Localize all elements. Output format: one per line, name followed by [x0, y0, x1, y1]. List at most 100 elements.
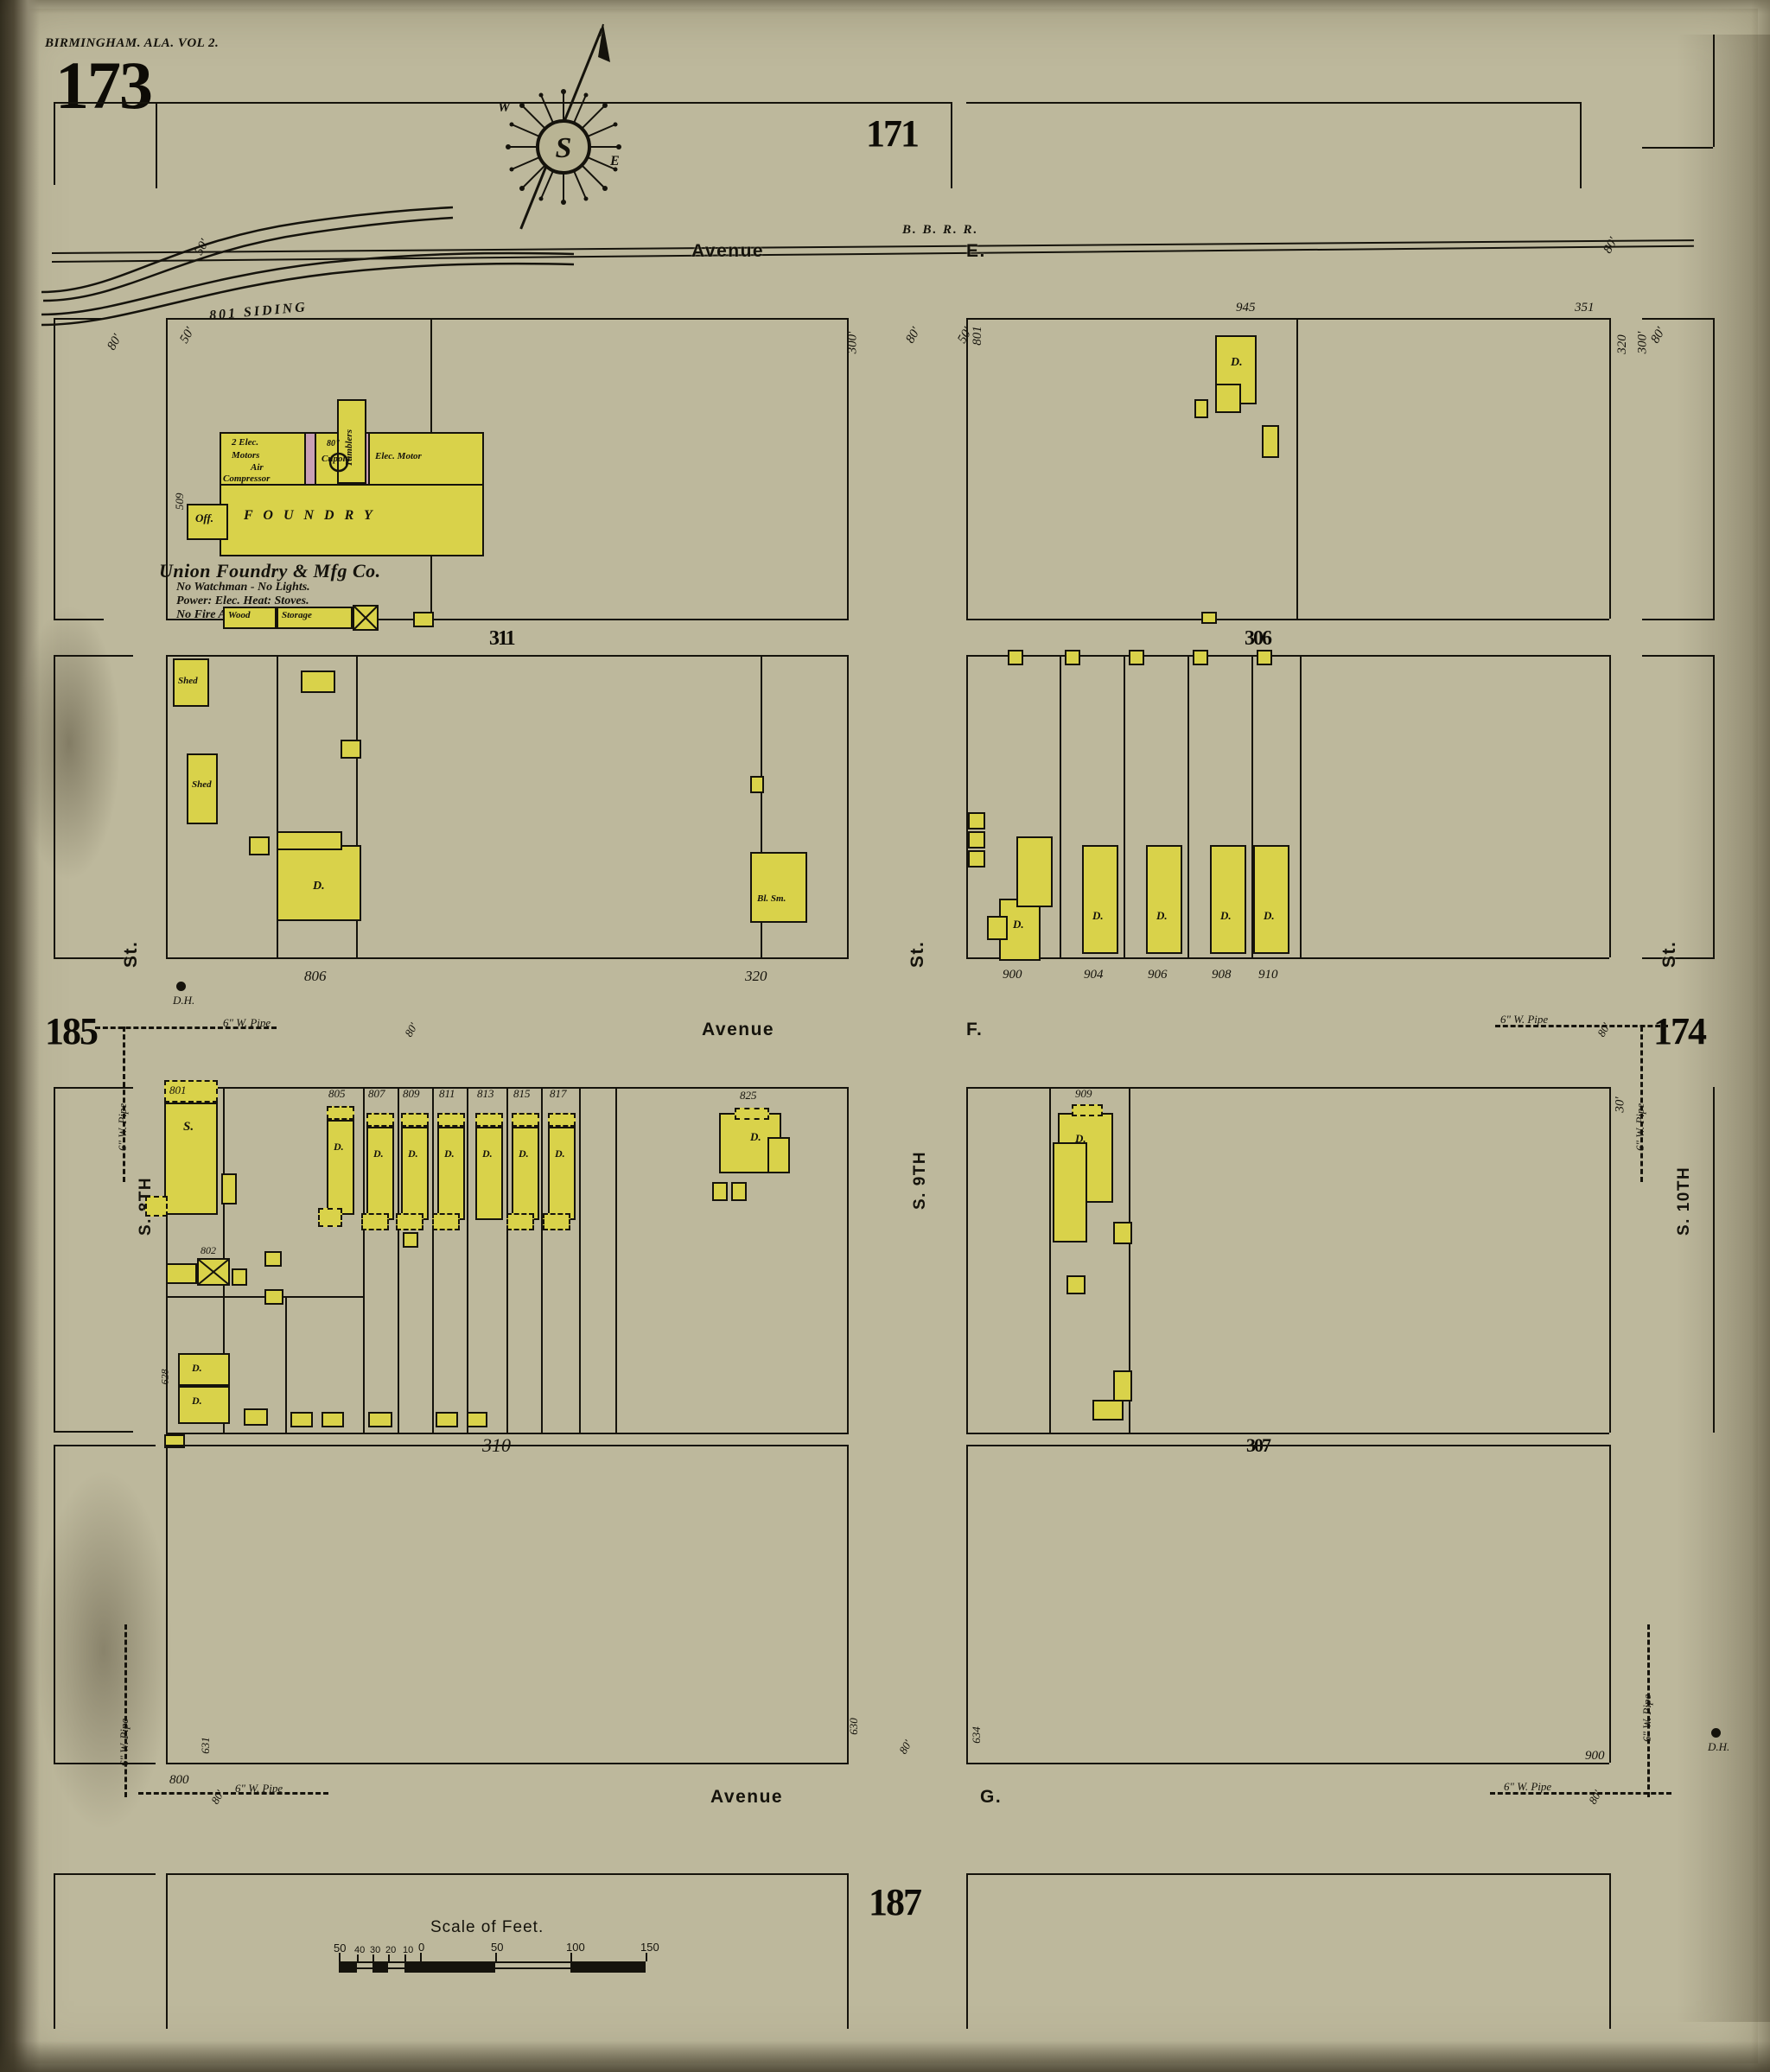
outbuilding-corner	[1201, 612, 1217, 624]
blacksmith-label: Bl. Sm.	[757, 893, 786, 904]
water-pipe-label: 6" W. Pipe	[1500, 1013, 1549, 1026]
house-number-809: 809	[403, 1087, 420, 1100]
dwelling-817-rear	[543, 1213, 570, 1230]
cupola-circle	[328, 452, 349, 473]
lot-line	[356, 655, 358, 957]
block-edge	[1580, 102, 1582, 188]
dwelling-906	[1146, 845, 1182, 954]
dwelling-809-rear	[396, 1213, 423, 1230]
water-pipe-label: 6" W. Pipe	[1504, 1780, 1552, 1793]
block-307-edge	[1609, 1087, 1611, 1433]
street-label-s-10th-st-suffix: St.	[1659, 940, 1679, 968]
block-306-edge	[966, 318, 968, 619]
lot-line	[432, 1087, 434, 1433]
outbuilding	[731, 1182, 747, 1201]
house-number-628: 628	[158, 1369, 171, 1385]
store-801-porch	[164, 1080, 218, 1103]
water-pipe-label-vertical: 6" W. Pipe	[1640, 1694, 1653, 1742]
outbuilding	[1113, 1222, 1132, 1244]
lot-line	[467, 1087, 468, 1433]
dwelling-label: D.	[1231, 356, 1243, 369]
house-number: 945	[1236, 301, 1256, 315]
lot-line	[398, 1087, 399, 1433]
dwelling-900-ell	[987, 916, 1008, 940]
block-806-edge	[847, 655, 849, 957]
dwelling-label: D.	[192, 1395, 202, 1407]
block-806-edge	[166, 655, 849, 657]
street-label-s-10th-st-name: S. 10TH	[1675, 1166, 1693, 1236]
dwelling-628-lower	[178, 1386, 230, 1424]
dwelling-label: D.	[555, 1147, 565, 1160]
water-pipe-8th-street	[123, 1026, 125, 1182]
block-number-900: 900	[1585, 1749, 1605, 1763]
block-number-306: 306	[1245, 627, 1272, 650]
fire-hydrant-label: D.H.	[173, 994, 195, 1007]
scale-bar: Scale of Feet. 50 40 30 20 10 0 50 100 1…	[311, 1918, 659, 1996]
street-label-avenue-e-word: Avenue	[691, 241, 765, 261]
foundry-machine-label-2: Motors	[232, 450, 260, 461]
dwelling-908	[1210, 845, 1246, 954]
foundry-machine-label-1: 2 Elec.	[232, 437, 259, 448]
dwelling-809	[401, 1127, 429, 1220]
shed-x-mark	[353, 606, 378, 630]
house-number: 351	[1575, 301, 1595, 315]
adjacent-sheet-east: 174	[1653, 1010, 1707, 1052]
lot-line	[506, 1087, 508, 1433]
lot-line	[285, 1296, 287, 1433]
scale-tick: 10	[403, 1945, 414, 1955]
scale-bar-segment	[420, 1961, 495, 1973]
wood-storage-label-2: Storage	[282, 610, 312, 620]
dwelling-label: D.	[334, 1141, 344, 1153]
dwelling-811	[437, 1127, 465, 1220]
dwelling-label: D.	[1220, 909, 1232, 922]
barn-x-mark	[198, 1259, 229, 1285]
outbuilding	[341, 740, 361, 759]
water-pipe-label: 6" W. Pipe	[235, 1782, 283, 1795]
dwelling-label: D.	[1092, 909, 1104, 922]
fire-hydrant-icon	[1711, 1728, 1721, 1738]
margin-tick	[54, 1873, 55, 2029]
house-number-801: 801	[169, 1084, 187, 1096]
dwelling-807	[366, 1127, 394, 1220]
lot-line	[1251, 655, 1253, 957]
foundry-motor-label: Elec. Motor	[375, 451, 422, 461]
dwelling-809-porch	[401, 1113, 429, 1127]
street-label-avenue-f-word: Avenue	[702, 1020, 775, 1039]
margin-tick	[54, 655, 55, 959]
outbuilding	[301, 671, 335, 693]
compass-east-label: E	[610, 154, 620, 168]
dwelling-806-ell	[277, 831, 342, 850]
dwelling-label: D.	[1156, 909, 1168, 922]
compass-rose: S W E	[484, 23, 640, 230]
dimension-label: 300'	[1635, 331, 1650, 354]
fire-hydrant-label: D.H.	[1708, 1740, 1730, 1753]
outbuilding	[290, 1412, 313, 1427]
outbuilding	[1008, 650, 1023, 665]
house-number-811: 811	[439, 1087, 455, 1100]
dwelling-811-porch	[437, 1113, 465, 1127]
block-300-edge	[966, 655, 1609, 657]
outbuilding	[249, 836, 270, 855]
margin-tick	[1713, 1087, 1715, 1433]
margin-tick	[54, 655, 133, 657]
block-300-edge	[1609, 655, 1611, 957]
foundry-tumblers-label: Tumblers	[344, 429, 354, 467]
dwelling-label: D.	[408, 1147, 418, 1160]
scale-bar-segment	[339, 1961, 357, 1973]
scale-tick-mark	[570, 1953, 572, 1961]
volume-title: BIRMINGHAM. ALA. VOL 2.	[45, 36, 220, 50]
margin-tick	[54, 1087, 133, 1089]
dimension-label: 634	[969, 1726, 983, 1744]
outbuilding	[322, 1412, 344, 1427]
lot-line	[277, 655, 278, 957]
scale-tick-mark	[495, 1953, 497, 1961]
lot-line	[579, 1087, 581, 1433]
scale-bar-title: Scale of Feet.	[430, 1918, 544, 1936]
compass-west-label: W	[498, 100, 511, 115]
outbuilding	[712, 1182, 728, 1201]
dwelling-807-rear	[361, 1213, 389, 1230]
margin-tick	[1713, 318, 1715, 620]
adjacent-sheet-south: 187	[869, 1881, 922, 1923]
block-800-edge	[166, 1445, 168, 1763]
